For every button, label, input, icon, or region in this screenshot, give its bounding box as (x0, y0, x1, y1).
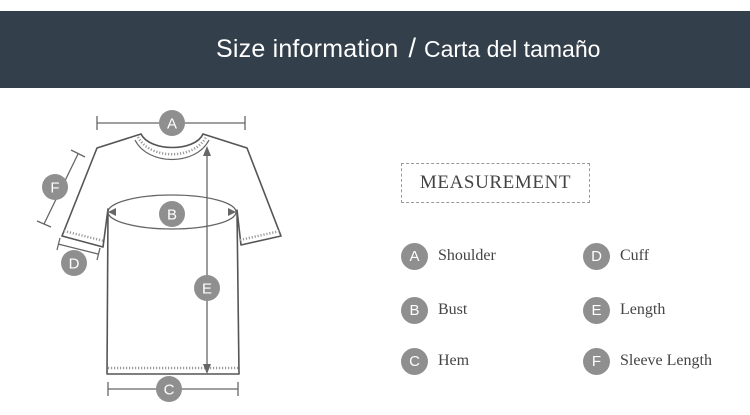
marker-c (156, 376, 182, 402)
marker-b (159, 201, 185, 227)
collar-rib (136, 136, 208, 156)
legend-badge-e: E (583, 296, 610, 324)
tshirt-measurement-figure: A B E C F D (0, 88, 320, 410)
cuff-line (57, 243, 99, 255)
marker-e-letter: E (202, 281, 212, 298)
top-margin (0, 0, 750, 11)
legend-label-length: Length (620, 301, 666, 318)
legend-badge-a: A (401, 242, 428, 270)
legend-item-bust: B Bust (401, 296, 467, 324)
length-arrow-bottom (203, 364, 211, 374)
legend-badge-b: B (401, 296, 428, 324)
collar-line (134, 139, 210, 160)
legend-label-shoulder: Shoulder (438, 247, 496, 264)
marker-c-letter: C (164, 382, 175, 399)
cuff-tick-left (56, 237, 61, 251)
legend-badge-d: D (583, 242, 610, 270)
legend-label-cuff: Cuff (620, 247, 650, 264)
banner-title: Size information / Carta del tamaño (216, 33, 600, 64)
legend-label-hem: Hem (438, 352, 470, 369)
legend-item-shoulder: A Shoulder (401, 242, 496, 270)
legend-item-cuff: D Cuff (583, 242, 649, 270)
length-arrow-top (203, 146, 211, 156)
cuff-tick-right (96, 247, 101, 261)
measurement-title-box: MEASUREMENT (401, 163, 590, 203)
title-spanish: Carta del tamaño (423, 36, 601, 62)
marker-d-letter: D (69, 256, 80, 273)
bust-arrow-right (228, 208, 236, 216)
marker-f (42, 174, 68, 200)
tshirt-outline (61, 133, 282, 375)
bust-arrow-left (108, 208, 116, 216)
marker-f-letter: F (50, 180, 59, 197)
title-english: Size information (216, 35, 399, 63)
right-cuff-rib (239, 229, 281, 242)
legend-item-hem: C Hem (401, 347, 469, 375)
tshirt-diagram: A B E C F D (36, 110, 282, 402)
legend-item-length: E Length (583, 296, 665, 324)
left-cuff-rib (63, 229, 105, 243)
marker-a-letter: A (167, 116, 177, 133)
legend-item-sleeve-length: F Sleeve Length (583, 347, 712, 375)
sleeve-tick-bottom (36, 220, 52, 228)
marker-e (194, 275, 220, 301)
legend-label-bust: Bust (438, 301, 468, 318)
legend-label-sleeve-length: Sleeve Length (620, 352, 712, 369)
marker-d (61, 250, 87, 276)
marker-a (159, 110, 185, 136)
header-banner: Size information / Carta del tamaño (0, 11, 750, 88)
measurement-title: MEASUREMENT (419, 172, 572, 193)
legend-badge-f: F (583, 347, 610, 375)
marker-b-letter: B (167, 207, 177, 224)
legend-badge-c: C (401, 347, 428, 375)
title-separator: / (408, 33, 416, 63)
sleeve-tick-top (70, 149, 86, 158)
